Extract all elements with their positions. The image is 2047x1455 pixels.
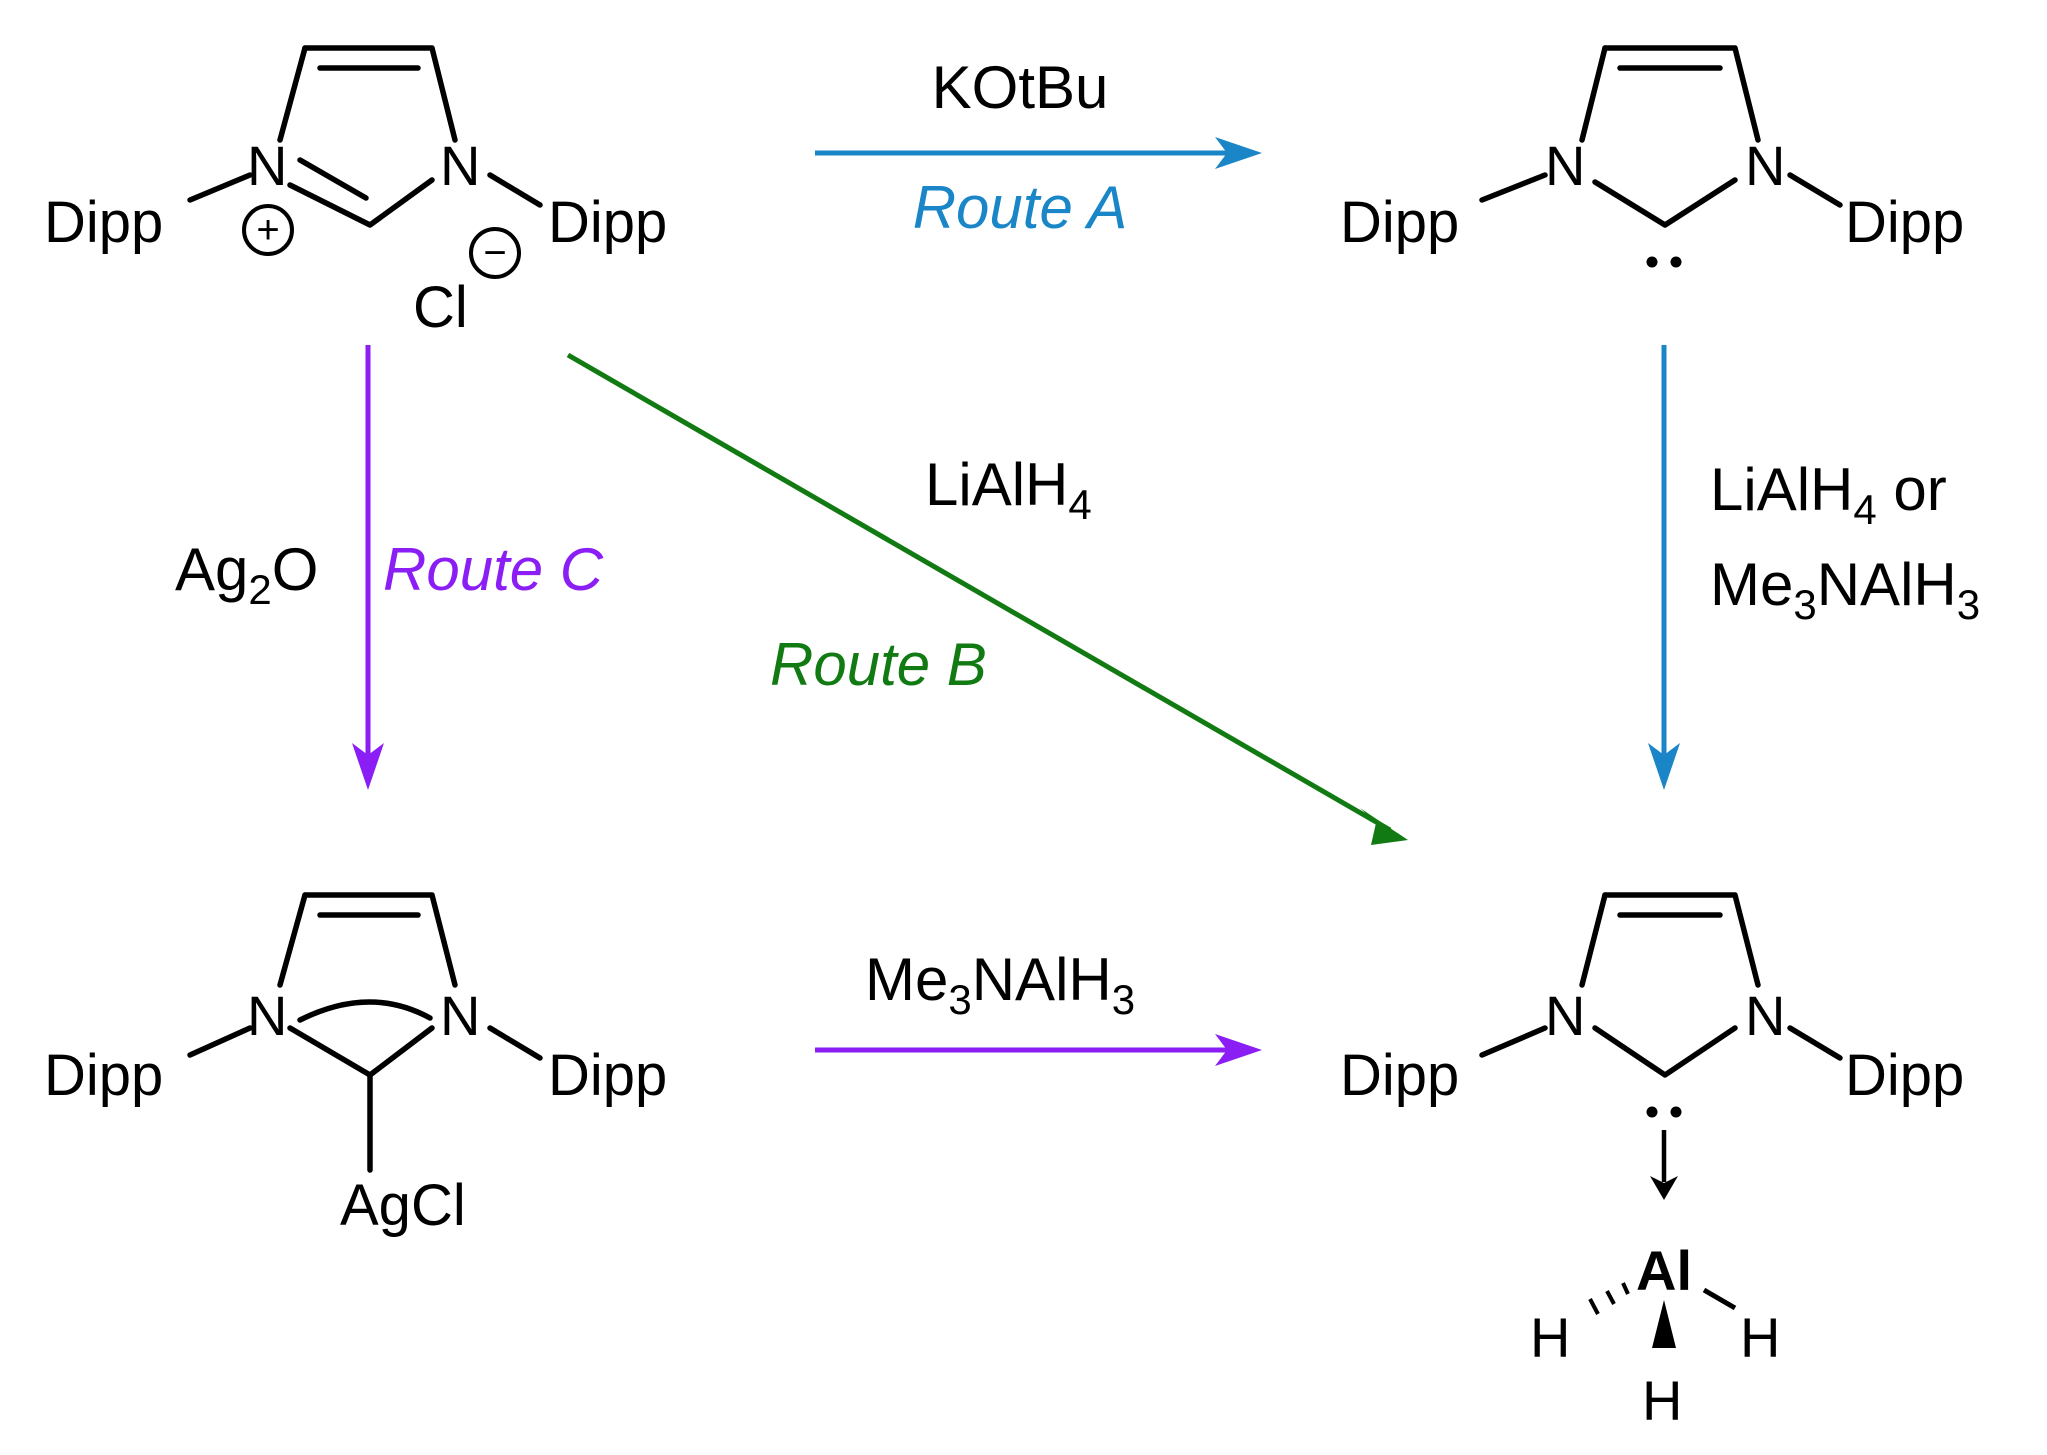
substituent-bond xyxy=(187,172,253,203)
substituent-bond xyxy=(487,172,543,208)
silver-carbene-complex: N N Dipp Dipp AgCl xyxy=(44,892,667,1238)
ring-bond xyxy=(1579,892,1608,988)
ring-bond xyxy=(277,892,308,988)
nitrogen-left-label: N xyxy=(247,134,287,197)
route-a-arrow-vertical xyxy=(1648,345,1680,790)
nitrogen-left-label: N xyxy=(247,984,287,1047)
reagent-me3nalh3-route-c: Me3NAlH3 xyxy=(865,946,1135,1023)
plus-charge-sign: + xyxy=(256,208,279,252)
ring-bond xyxy=(287,1025,435,1078)
route-b-label: Route B xyxy=(770,631,987,698)
nitrogen-right-label: N xyxy=(440,134,480,197)
reagent-kotbu: KOtBu xyxy=(932,54,1109,121)
dipp-right-label: Dipp xyxy=(1845,1043,1964,1108)
plus-charge-icon xyxy=(242,204,294,256)
arrow-head-icon xyxy=(352,743,384,790)
minus-charge-sign: − xyxy=(483,231,506,275)
route-c-label: Route C xyxy=(383,536,604,603)
ring-bond xyxy=(302,892,458,988)
free-carbene: N N Dipp Dipp xyxy=(1340,45,1964,268)
nitrogen-right-label: N xyxy=(1745,984,1785,1047)
ring-bond xyxy=(1602,892,1761,988)
ring-bond xyxy=(1602,45,1761,143)
substituent-bond xyxy=(1479,172,1548,203)
arrow-head-icon xyxy=(1360,808,1408,845)
substituent-bond xyxy=(1787,172,1843,208)
dipp-right-label: Dipp xyxy=(548,1043,667,1108)
nitrogen-left-label: N xyxy=(1545,134,1585,197)
dipp-right-label: Dipp xyxy=(548,190,667,255)
hydride-left-label: H xyxy=(1530,1306,1570,1369)
ring-bond xyxy=(277,45,308,143)
nitrogen-right-label: N xyxy=(440,984,480,1047)
substituent-bond xyxy=(1787,1025,1843,1061)
nitrogen-left-label: N xyxy=(1545,984,1585,1047)
substituent-bond xyxy=(1479,1025,1548,1058)
arrow-head-icon xyxy=(1215,137,1262,169)
arrow-head-icon xyxy=(1648,743,1680,790)
ring-bond xyxy=(1592,1025,1738,1078)
nitrogen-right-label: N xyxy=(1745,134,1785,197)
route-a-label: Route A xyxy=(913,174,1128,241)
minus-charge-icon xyxy=(469,227,521,279)
ring-delocalization-arc xyxy=(297,999,433,1023)
reagent-lialh4-route-b: LiAlH4 xyxy=(925,451,1092,528)
dipp-left-label: Dipp xyxy=(1340,190,1459,255)
route-a-arrow-horizontal xyxy=(815,137,1262,169)
ring-delocalized-bond xyxy=(297,157,369,201)
route-c-arrow-horizontal xyxy=(815,1034,1262,1066)
al-h-bond xyxy=(1702,1287,1737,1311)
lone-pair-dot xyxy=(1670,256,1682,268)
reagent-ag2o: Ag2O xyxy=(175,536,318,613)
nhc-alane-adduct: N N Dipp Dipp Al H H H xyxy=(1340,892,1964,1432)
route-b-arrow-diagonal xyxy=(566,352,1408,845)
wedge-bond xyxy=(1652,1300,1676,1348)
dipp-right-label: Dipp xyxy=(1845,190,1964,255)
lone-pair-dot xyxy=(1670,1106,1682,1118)
ring-bond xyxy=(287,177,435,228)
ring-bond xyxy=(1579,45,1608,143)
route-c-arrow-vertical xyxy=(352,345,384,790)
imidazolium-salt: N N Dipp Dipp + − Cl xyxy=(44,45,667,340)
chloride-label: Cl xyxy=(413,275,468,340)
dipp-left-label: Dipp xyxy=(44,190,163,255)
aluminium-label: Al xyxy=(1636,1239,1692,1302)
substituent-bond xyxy=(187,1025,253,1058)
dative-arrow-head-icon xyxy=(1650,1176,1678,1200)
lone-pair-dot xyxy=(1646,1106,1658,1118)
hashed-bond xyxy=(1588,1282,1630,1315)
ring-bond xyxy=(1592,177,1738,228)
reagent-me3nalh3-line: Me3NAlH3 xyxy=(1710,551,1980,628)
arrow-head-icon xyxy=(1215,1034,1262,1066)
hydride-right-label: H xyxy=(1740,1306,1780,1369)
hydride-bottom-label: H xyxy=(1642,1369,1682,1432)
substituent-bond xyxy=(487,1025,543,1061)
dipp-left-label: Dipp xyxy=(1340,1043,1459,1108)
lone-pair-dot xyxy=(1646,256,1658,268)
dipp-left-label: Dipp xyxy=(44,1043,163,1108)
ring-bond xyxy=(302,45,458,143)
reagent-lialh4-or-line: LiAlH4 or xyxy=(1710,456,1947,533)
silver-chloride-label: AgCl xyxy=(340,1173,466,1238)
